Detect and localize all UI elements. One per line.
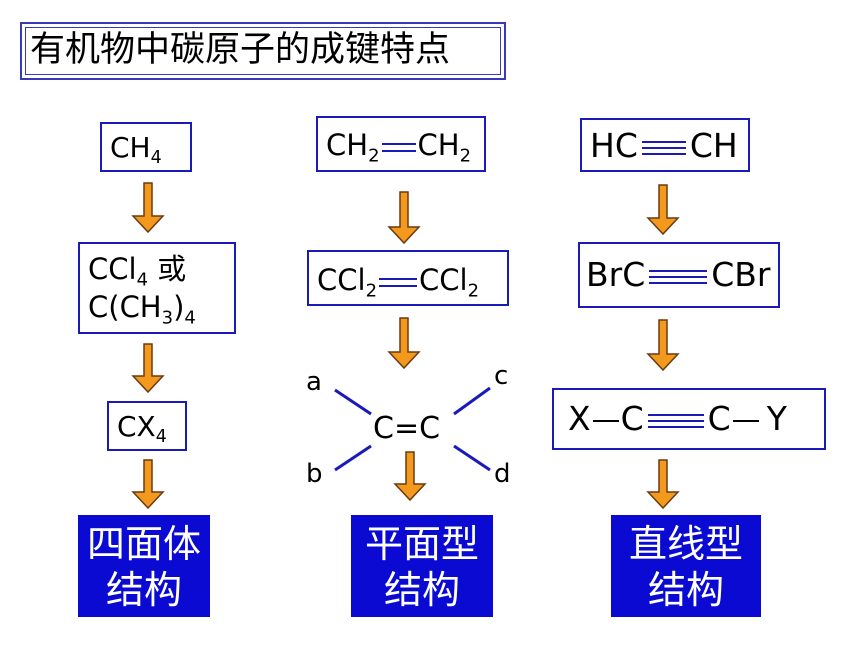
result-line: 结构: [383, 568, 460, 612]
down-arrow-icon: [646, 184, 680, 236]
result-line: 平面型: [364, 522, 479, 566]
down-arrow-icon: [387, 191, 421, 245]
page-title: 有机物中碳原子的成键特点: [30, 30, 451, 70]
title-frame: [20, 22, 506, 80]
result-tetrahedral: 四面体 结构: [78, 515, 210, 617]
down-arrow-icon: [131, 343, 165, 394]
result-line: 直线型: [628, 522, 743, 566]
down-arrow-icon: [646, 319, 680, 372]
result-line: 结构: [105, 568, 182, 612]
triple-bond: [649, 269, 708, 285]
triple-bond: [647, 413, 704, 429]
triple-bond: [641, 140, 686, 156]
substituent-d: d: [494, 459, 511, 489]
substituent-b: b: [306, 459, 323, 489]
down-arrow-icon: [131, 459, 165, 510]
single-bond: [592, 419, 619, 423]
result-line: 结构: [647, 568, 724, 612]
result-line: 四面体: [86, 522, 201, 566]
single-bond: [732, 419, 759, 423]
formula-box-ch4: CH4: [100, 122, 192, 172]
down-arrow-icon: [131, 182, 165, 234]
bond-line-c: [453, 386, 491, 416]
bond-line-b: [334, 444, 372, 472]
result-planar: 平面型 结构: [351, 515, 493, 617]
formula-box-cx4: CX4: [107, 401, 187, 451]
substituent-c: c: [494, 361, 509, 391]
double-bond: [379, 275, 417, 289]
double-bond: [381, 140, 416, 154]
down-arrow-icon: [387, 317, 421, 370]
down-arrow-icon: [393, 451, 427, 502]
substituent-a: a: [306, 367, 322, 397]
result-linear: 直线型 结构: [611, 515, 761, 617]
bond-line-d: [453, 444, 491, 472]
formula-box-ccl4: CCl4 或 C(CH3)4: [78, 242, 236, 334]
bond-line-a: [334, 388, 372, 416]
double-bond-center: C=C: [373, 411, 441, 446]
down-arrow-icon: [646, 459, 680, 510]
